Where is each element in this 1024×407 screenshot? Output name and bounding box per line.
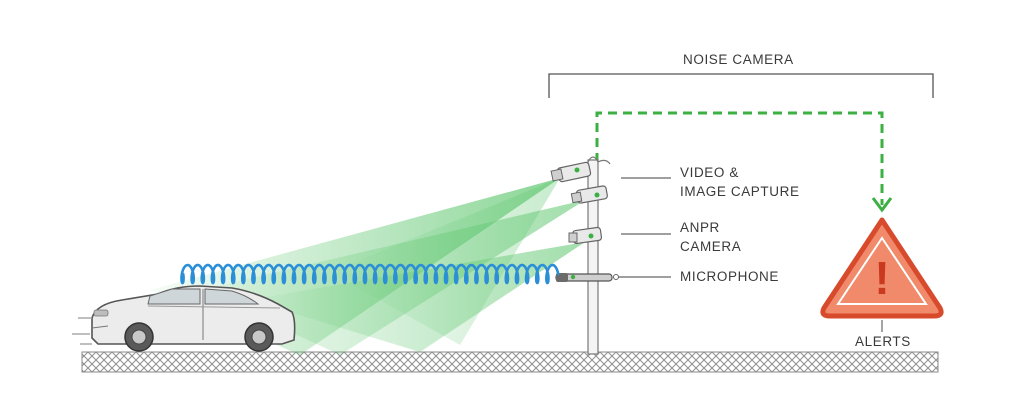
anpr-label-line2: CAMERA: [680, 239, 742, 254]
video-label-line2: IMAGE CAPTURE: [680, 184, 800, 199]
sound-wave: [180, 263, 560, 285]
noise-camera-title: NOISE CAMERA: [683, 52, 794, 67]
video-image-capture-label: VIDEO & IMAGE CAPTURE: [680, 163, 800, 201]
anpr-camera-icon: [568, 226, 603, 245]
pole-icon: [587, 156, 611, 355]
noise-camera-bracket: [548, 73, 934, 98]
video-label-line1: VIDEO &: [680, 165, 739, 180]
ground: [81, 351, 939, 373]
alert-connection-line: [595, 111, 893, 213]
alerts-label: ALERTS: [855, 334, 911, 349]
warning-triangle-icon: !: [820, 217, 944, 319]
anpr-camera-label: ANPR CAMERA: [680, 218, 741, 256]
microphone-label: MICROPHONE: [680, 269, 780, 284]
microphone-icon: [555, 273, 613, 282]
car-icon: [72, 285, 296, 352]
leader-lines: [613, 177, 671, 280]
cctv-camera-icon: [570, 185, 608, 204]
alert-exclamation-mark: !: [874, 252, 889, 304]
anpr-label-line1: ANPR: [680, 220, 720, 235]
cctv-camera-icon: [550, 161, 592, 183]
